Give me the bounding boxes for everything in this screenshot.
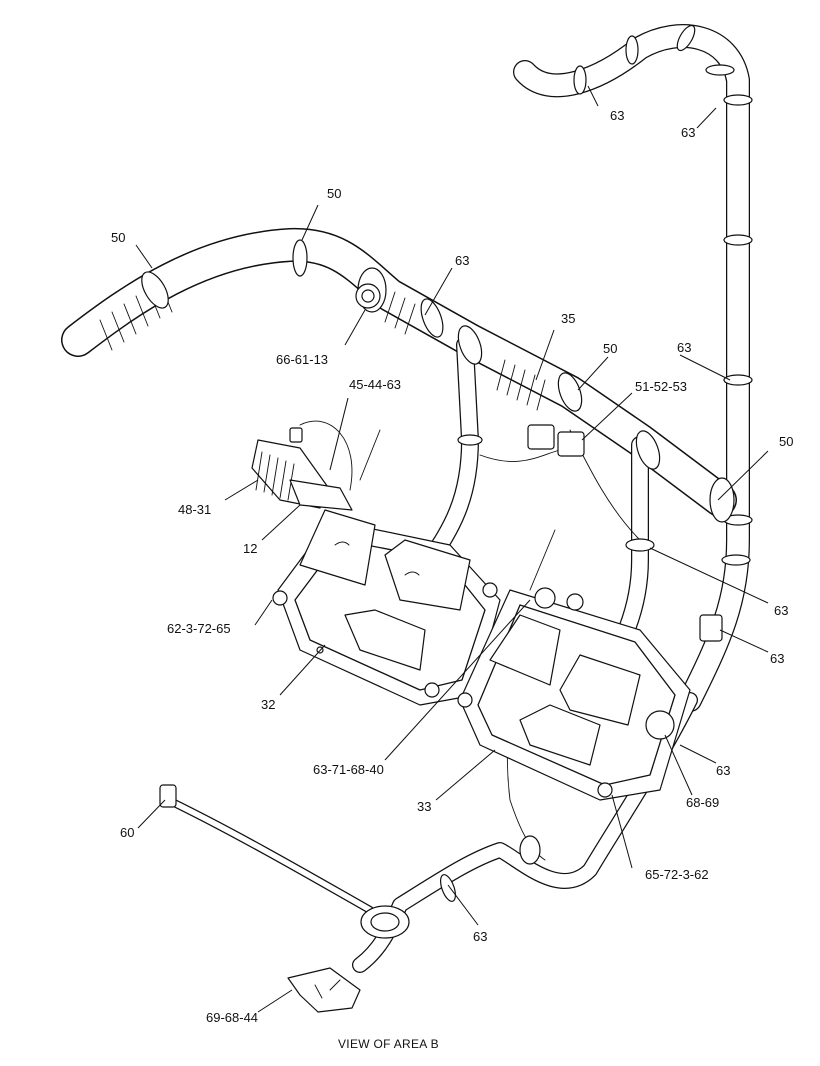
callout-33: 33 (417, 799, 431, 814)
callout-left-50a: 50 (111, 230, 125, 245)
leader-lines (135, 85, 769, 1013)
sleeves-and-clips (99, 24, 753, 1013)
callout-35: 35 (561, 311, 575, 326)
callout-60: 60 (120, 825, 134, 840)
callout-66-61-13: 66-61-13 (276, 352, 328, 367)
callout-mid-50: 50 (603, 341, 617, 356)
callout-right-63c: 63 (770, 651, 784, 666)
callout-right-50: 50 (779, 434, 793, 449)
callout-62-3-72-65: 62-3-72-65 (167, 621, 231, 636)
callout-labels: 63 63 50 50 63 35 50 66-61-13 45-44-63 5… (111, 108, 793, 1025)
view-caption: VIEW OF AREA B (338, 1037, 439, 1051)
callout-65-72-3-62: 65-72-3-62 (645, 867, 709, 882)
harness-tubes (61, 24, 750, 973)
callout-63-71-68-40: 63-71-68-40 (313, 762, 384, 777)
callout-bottom-63: 63 (473, 929, 487, 944)
callout-right-63a: 63 (677, 340, 691, 355)
relay-module-48-31 (251, 427, 353, 511)
callout-top-right-63b: 63 (681, 125, 695, 140)
callout-mid-63: 63 (455, 253, 469, 268)
callout-top-right-63a: 63 (610, 108, 624, 123)
callout-right-63b: 63 (774, 603, 788, 618)
callout-left-50b: 50 (327, 186, 341, 201)
callout-right-63d: 63 (716, 763, 730, 778)
callout-68-69: 68-69 (686, 795, 719, 810)
callout-45-44-63: 45-44-63 (349, 377, 401, 392)
callout-51-52-53: 51-52-53 (635, 379, 687, 394)
callout-12: 12 (243, 541, 257, 556)
callout-69-68-44: 69-68-44 (206, 1010, 258, 1025)
callout-48-31: 48-31 (178, 502, 211, 517)
callout-32: 32 (261, 697, 275, 712)
ecm-33 (457, 587, 691, 801)
ecm-32 (272, 509, 501, 706)
